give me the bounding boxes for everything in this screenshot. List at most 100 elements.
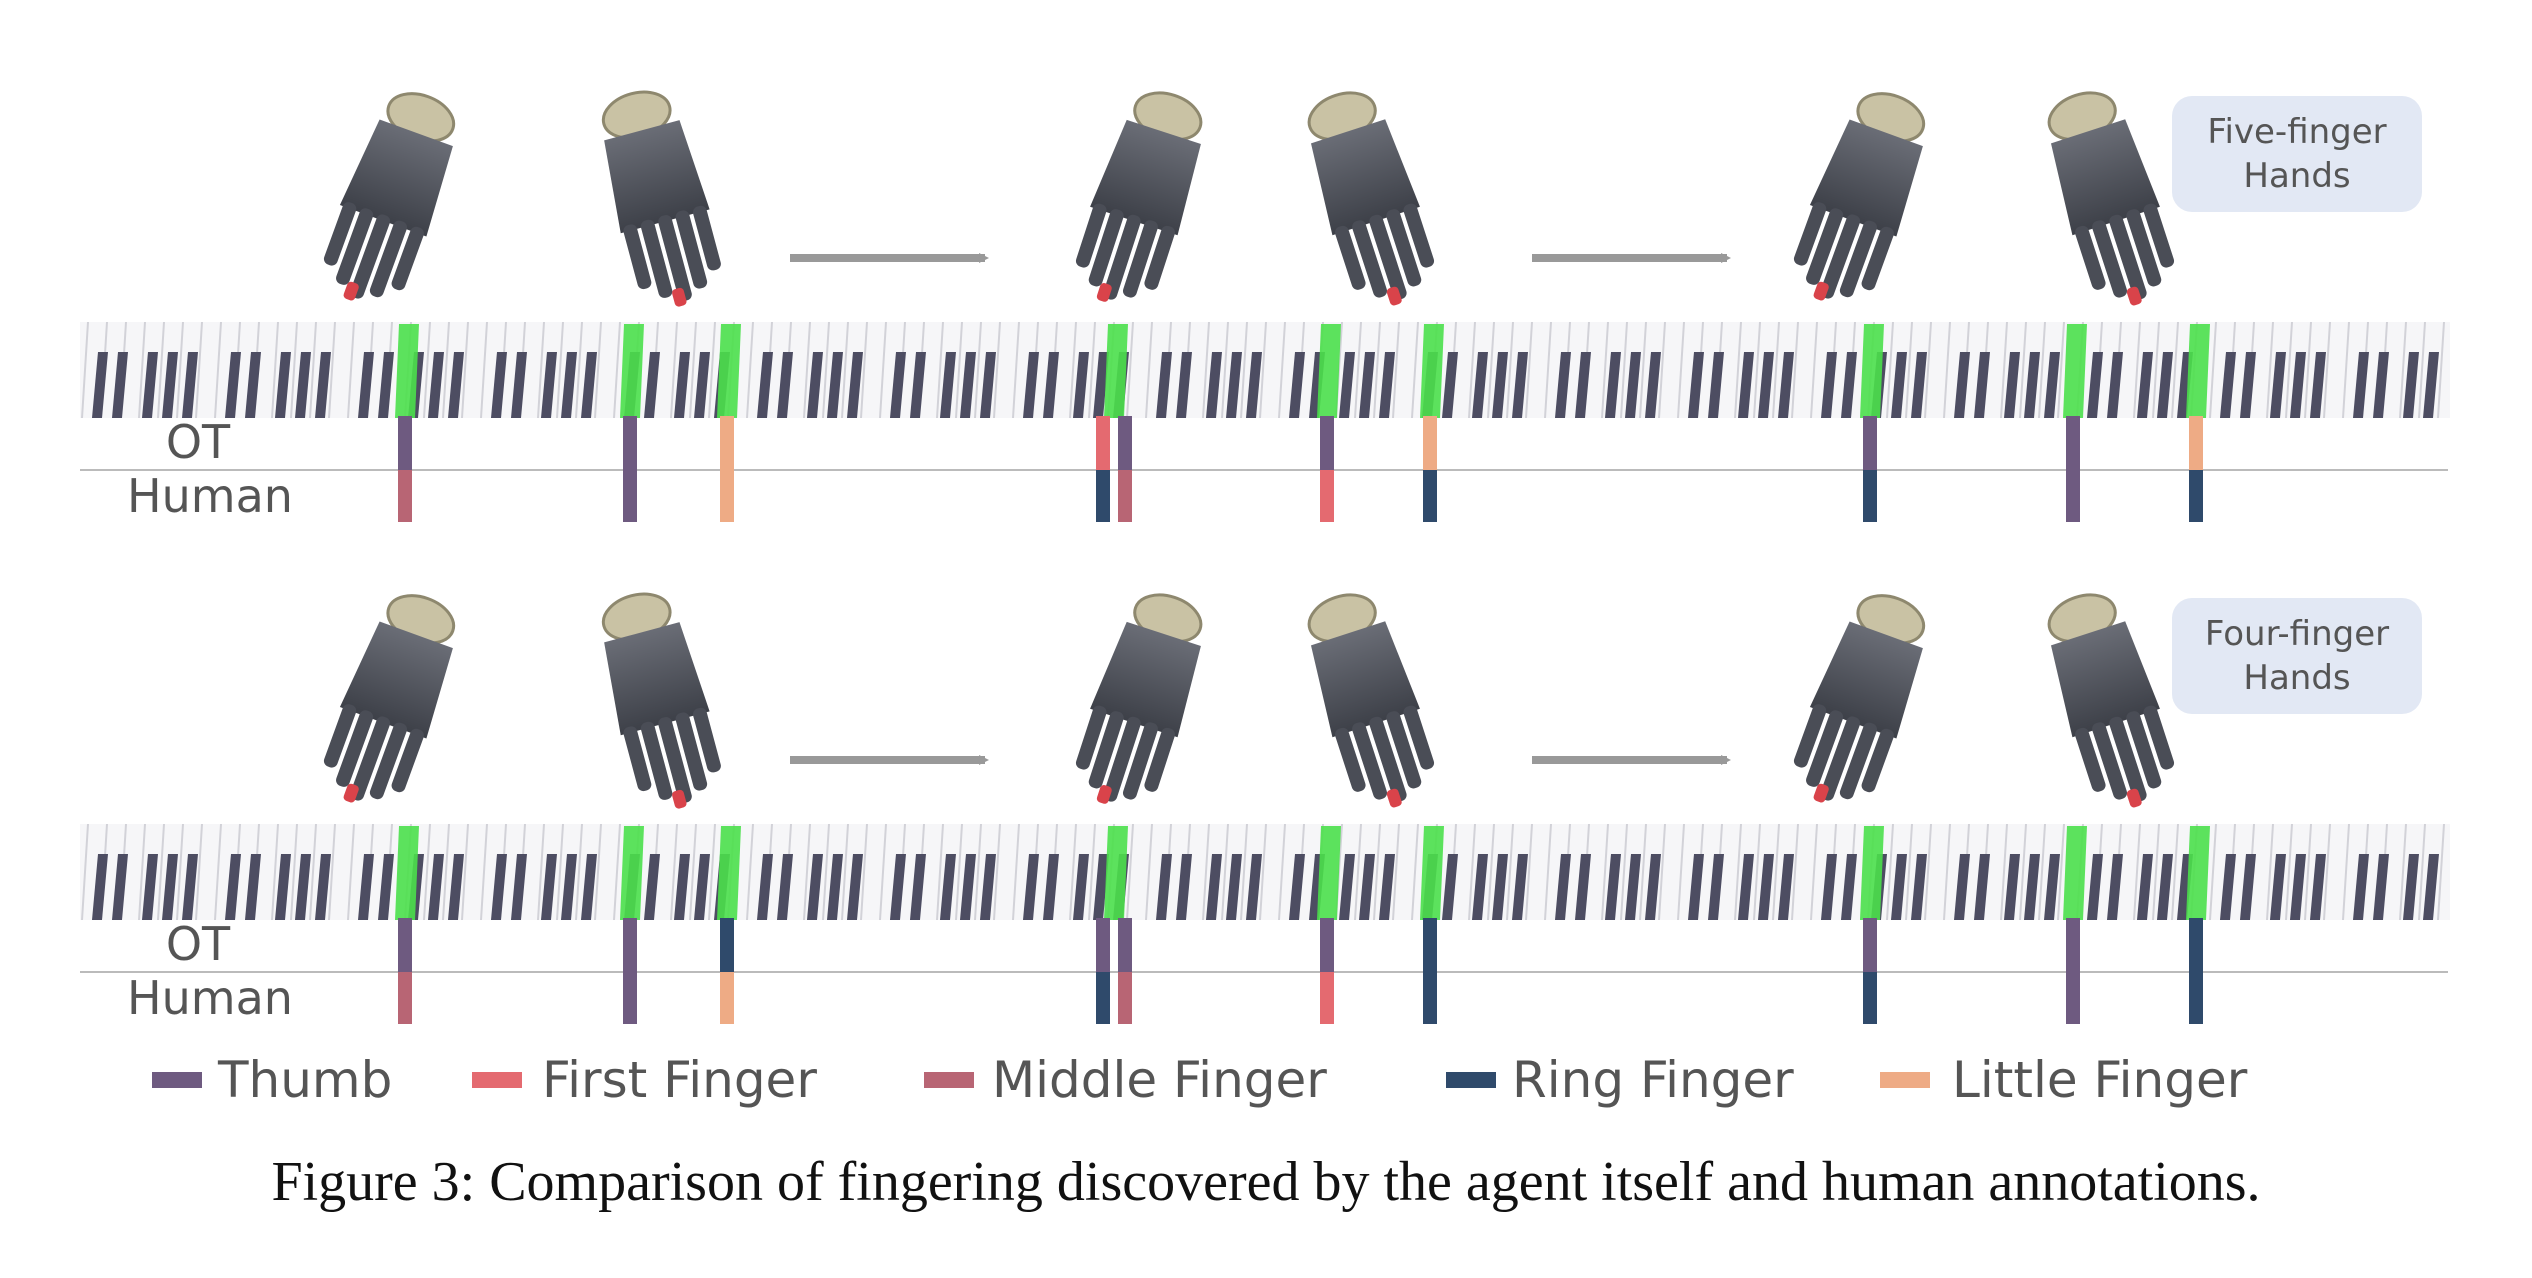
white-key <box>1145 321 1153 419</box>
white-key <box>670 321 678 419</box>
black-key <box>142 854 158 920</box>
black-key <box>112 352 128 418</box>
hand-finger <box>1075 705 1107 770</box>
black-key <box>2220 854 2236 920</box>
white-key <box>1088 823 1096 921</box>
hand-finger <box>2092 220 2128 298</box>
white-key <box>993 823 1001 921</box>
black-key <box>92 854 108 920</box>
black-key <box>511 854 527 920</box>
black-key <box>890 352 906 418</box>
fingertip-sensor <box>672 287 687 307</box>
white-key <box>2323 823 2331 921</box>
white-key <box>1392 321 1400 419</box>
white-key <box>2152 321 2160 419</box>
black-key <box>182 854 198 920</box>
white-key <box>1411 823 1419 921</box>
white-key <box>689 823 697 921</box>
white-key <box>1221 321 1229 419</box>
hand-finger <box>2126 711 2162 789</box>
pressed-key-highlight <box>395 324 419 418</box>
human-marker-thumb <box>2066 972 2080 1024</box>
white-key <box>1943 823 1951 921</box>
hand-finger <box>640 721 673 800</box>
white-key <box>613 823 621 921</box>
black-key <box>1555 854 1571 920</box>
white-key <box>556 321 564 419</box>
black-key <box>1339 352 1355 418</box>
white-key <box>442 823 450 921</box>
black-key <box>561 352 577 418</box>
robot-hand <box>323 594 456 803</box>
white-key <box>1012 321 1020 419</box>
black-key <box>428 352 444 418</box>
white-key <box>290 321 298 419</box>
hand-finger <box>1403 203 1435 268</box>
black-key <box>1442 854 1458 920</box>
white-key <box>81 823 89 921</box>
ot-marker-ring-finger <box>1423 918 1437 972</box>
black-key <box>2044 854 2060 920</box>
black-key <box>1625 352 1641 418</box>
black-key <box>1688 352 1704 418</box>
white-key <box>537 823 545 921</box>
white-key <box>841 321 849 419</box>
black-key <box>541 854 557 920</box>
hand-finger <box>1820 716 1861 801</box>
hand-finger <box>1088 209 1124 287</box>
white-key <box>328 321 336 419</box>
pressed-key-highlight <box>1860 826 1884 920</box>
black-key <box>1738 854 1754 920</box>
ot-marker-thumb <box>1320 918 1334 972</box>
white-key <box>955 823 963 921</box>
white-key <box>2285 823 2293 921</box>
black-key <box>807 352 823 418</box>
badge-line-1: Four-finger <box>2205 614 2389 654</box>
white-key <box>860 823 868 921</box>
ot-marker-thumb <box>623 416 637 470</box>
white-key <box>309 823 317 921</box>
white-key <box>1734 823 1742 921</box>
legend-item-ring-finger: Ring Finger <box>1446 1051 1794 1109</box>
white-key <box>822 823 830 921</box>
white-key <box>1202 823 1210 921</box>
ot-marker-thumb <box>2066 918 2080 972</box>
hand-finger <box>1793 202 1827 266</box>
human-marker-middle-finger <box>398 470 412 522</box>
pressed-key-highlight <box>620 324 644 418</box>
white-key <box>1905 823 1913 921</box>
black-key <box>561 854 577 920</box>
robot-hand <box>1307 593 1435 808</box>
robot-hand <box>323 92 456 301</box>
black-key <box>162 854 178 920</box>
badge-line-2: Hands <box>2243 658 2350 698</box>
hand-finger <box>692 205 721 271</box>
pressed-key-highlight <box>2063 324 2087 418</box>
hand-finger <box>1144 727 1176 792</box>
white-key <box>1753 823 1761 921</box>
black-key <box>358 352 374 418</box>
white-key <box>1392 823 1400 921</box>
white-key <box>2285 321 2293 419</box>
row-label-human: Human <box>127 469 293 523</box>
white-key <box>2209 823 2217 921</box>
row-label-human: Human <box>127 971 293 1025</box>
black-key <box>2004 352 2020 418</box>
white-key <box>1601 823 1609 921</box>
fingertip-sensor <box>343 783 359 803</box>
white-key <box>1278 823 1286 921</box>
black-key <box>1708 352 1724 418</box>
white-key <box>347 823 355 921</box>
white-key <box>2000 823 2008 921</box>
white-key <box>803 321 811 419</box>
white-key <box>1620 321 1628 419</box>
black-key <box>2403 352 2419 418</box>
hand-palm <box>1090 119 1201 236</box>
white-key <box>1924 823 1932 921</box>
black-key <box>1206 352 1222 418</box>
white-key <box>974 823 982 921</box>
legend: Thumb First Finger Middle Finger Ring Fi… <box>152 1051 2248 1109</box>
legend-swatch-ring-finger <box>1446 1072 1496 1088</box>
hand-finger <box>1352 220 1388 298</box>
white-key <box>1677 823 1685 921</box>
